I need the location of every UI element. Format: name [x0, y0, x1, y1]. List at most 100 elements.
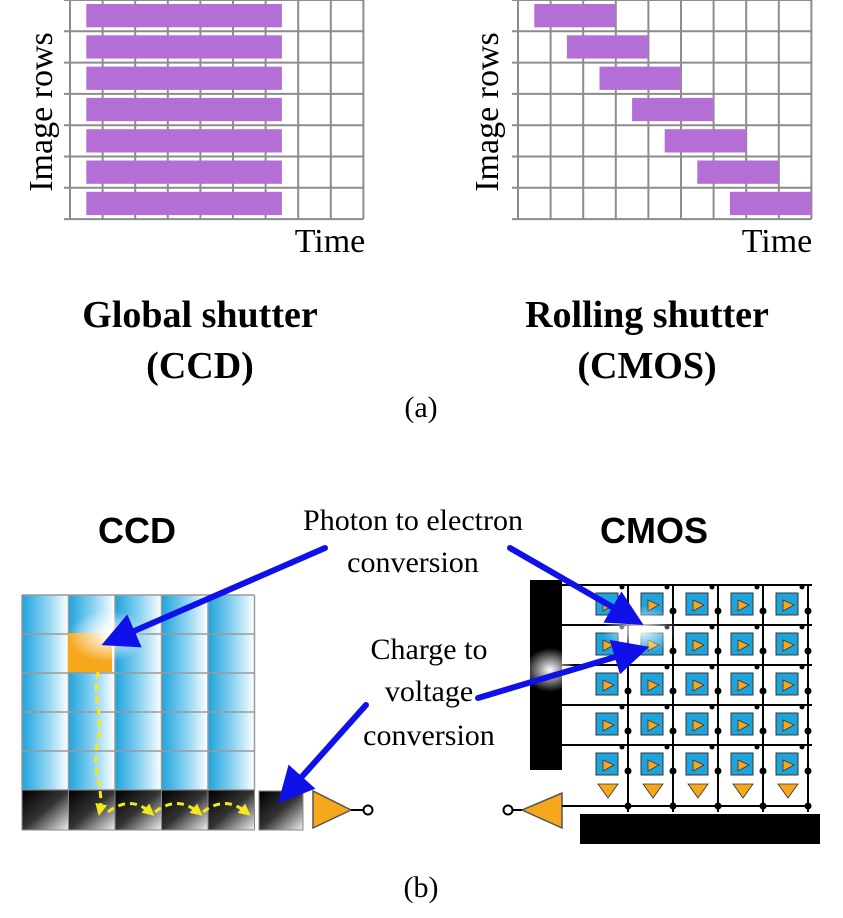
ccd-register-cell: [68, 789, 116, 831]
global-exposure-bar: [86, 160, 282, 184]
cmos-pixel-node: [624, 727, 632, 735]
cmos-row-node: [709, 744, 715, 750]
cmos-row-node: [754, 744, 760, 750]
charge-note-line1: Charge to: [371, 633, 488, 666]
cmos-pixel-amplifier: [782, 679, 795, 692]
rolling-shutter-chart: Image rows Time Rolling shutter (CMOS): [469, 0, 813, 387]
cmos-pixel-node: [714, 727, 722, 735]
cmos-row-node: [709, 704, 715, 710]
cmos-row-node: [619, 664, 625, 670]
cmos-pixel-amplifier: [602, 759, 615, 772]
ccd-pixel-column: [161, 595, 208, 790]
rolling-exposure-bar: [534, 4, 616, 28]
cmos-pixel-node: [669, 647, 677, 655]
cmos-column-amplifiers: [597, 783, 812, 810]
photon-arrow-ccd: [101, 545, 328, 648]
cmos-column-amplifier: [777, 783, 799, 799]
global-exposure-bar: [86, 4, 282, 28]
rolling-exposure-bar: [599, 66, 681, 90]
cmos-pixel-node: [669, 767, 677, 775]
ccd-register-cell: [21, 789, 69, 831]
global-exposure-bar: [86, 191, 282, 216]
cmos-pixel-amplifier: [602, 679, 615, 692]
ccd-register-cell: [114, 789, 162, 831]
cmos-row-node: [754, 584, 760, 590]
global-exposure-bar: [86, 66, 282, 90]
cmos-row-node: [664, 584, 670, 590]
ccd-amplifier-icon: [312, 789, 374, 830]
ccd-output-node: [258, 790, 304, 831]
cmos-pixel-amplifier: [692, 599, 705, 612]
cmos-pixel-node: [759, 687, 767, 695]
rolling-shutter-exposures: [534, 4, 812, 216]
ccd-register-cell: [207, 789, 255, 831]
cmos-row-node: [709, 664, 715, 670]
ccd-pixel-column: [22, 595, 69, 790]
cmos-bus-lines: [562, 584, 812, 812]
cmos-row-node: [664, 704, 670, 710]
callout-arrows: [101, 545, 650, 804]
rolling-y-axis-label: Image rows: [469, 32, 506, 192]
cmos-pixel-amplifier: [692, 759, 705, 772]
rolling-shutter-grid: [512, 0, 813, 221]
cmos-pixel-amplifier: [692, 719, 705, 732]
global-shutter-subtitle: (CCD): [146, 345, 254, 387]
cmos-row-node: [709, 624, 715, 630]
ccd-title: CCD: [98, 510, 176, 551]
cmos-sensor: [502, 580, 820, 844]
global-exposure-bar: [86, 97, 282, 122]
global-shutter-title: Global shutter: [82, 294, 318, 336]
cmos-row-node: [619, 584, 625, 590]
cmos-pixel-node: [759, 647, 767, 655]
cmos-pixel-node: [804, 767, 812, 775]
cmos-row-node: [619, 744, 625, 750]
cmos-pixel-node: [669, 687, 677, 695]
cmos-row-node: [799, 584, 805, 590]
cmos-pixel-amplifier: [692, 679, 705, 692]
cmos-pixel-amplifier: [782, 639, 795, 652]
panel-a-label: (a): [404, 391, 437, 424]
cmos-pixel-node: [714, 687, 722, 695]
cmos-pixel-node: [759, 727, 767, 735]
rolling-exposure-bar: [632, 97, 714, 122]
cmos-row-node: [799, 704, 805, 710]
cmos-row-node: [799, 624, 805, 630]
cmos-pixel-amplifier: [647, 759, 660, 772]
ccd-pixel-column: [208, 595, 255, 790]
cmos-column-amplifier: [642, 783, 664, 799]
cmos-pixel-amplifier: [737, 719, 750, 732]
ccd-photon-glow: [68, 610, 148, 662]
cmos-row-node: [709, 584, 715, 590]
cmos-row-node: [619, 704, 625, 710]
cmos-pixel-node: [624, 687, 632, 695]
cmos-title: CMOS: [600, 510, 708, 551]
photon-arrow-cmos: [507, 545, 644, 625]
cmos-row-node: [664, 744, 670, 750]
cmos-row-node: [754, 664, 760, 670]
cmos-pixel-node: [714, 647, 722, 655]
cmos-column-amplifier: [597, 783, 619, 799]
cmos-row-node: [754, 704, 760, 710]
cmos-pixel-node: [714, 767, 722, 775]
cmos-row-node: [754, 624, 760, 630]
rolling-shutter-subtitle: (CMOS): [577, 345, 716, 387]
cmos-pixel-node: [669, 607, 677, 615]
photon-note-line1: Photon to electron: [303, 504, 523, 537]
rolling-shutter-title: Rolling shutter: [525, 294, 769, 336]
cmos-amplifier-icon: [502, 791, 810, 830]
cmos-pixel-amplifier: [737, 679, 750, 692]
cmos-pixel-node: [804, 727, 812, 735]
cmos-pixel-amplifier: [782, 759, 795, 772]
cmos-pixel-amplifier: [782, 719, 795, 732]
cmos-pixel-amplifier: [737, 759, 750, 772]
cmos-row-node: [799, 664, 805, 670]
cmos-pixel-amplifier: [782, 599, 795, 612]
cmos-pixel-node: [804, 647, 812, 655]
cmos-pixel-amplifier: [737, 639, 750, 652]
cmos-column-amplifier: [687, 783, 709, 799]
global-x-axis-label: Time: [295, 223, 366, 260]
ccd-charge-transfer-path: [94, 671, 251, 816]
rolling-exposure-bar: [566, 35, 649, 59]
cmos-pixel-amplifier: [647, 679, 660, 692]
